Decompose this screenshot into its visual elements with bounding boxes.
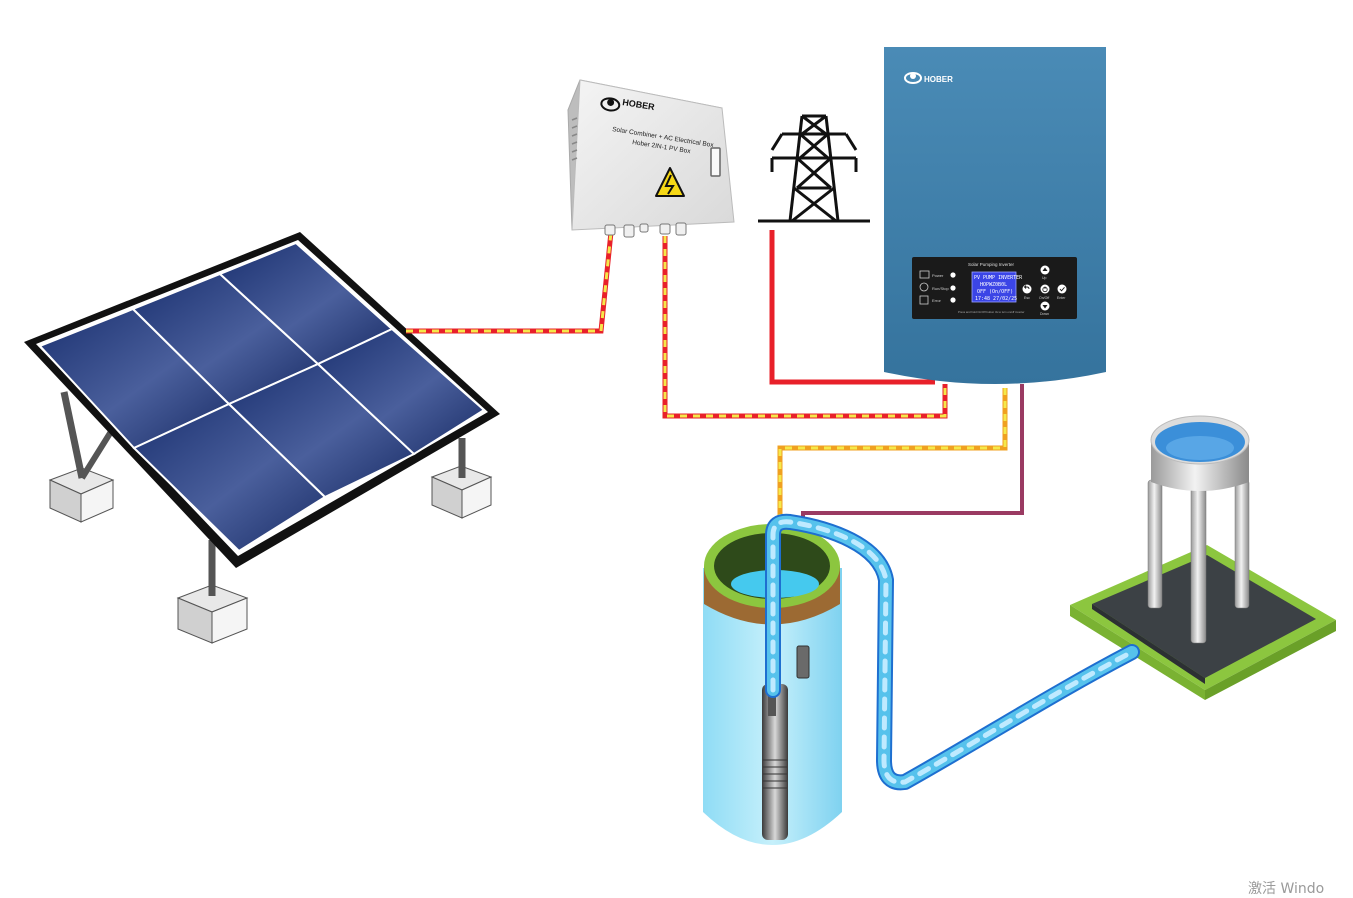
lcd-line-2: HOPWZ0B0L	[980, 282, 1007, 288]
inverter-panel-title: Solar Pumping Inverter	[968, 262, 1015, 267]
on-off-button[interactable]	[1040, 284, 1050, 294]
lcd-display	[971, 271, 1017, 303]
up-button[interactable]	[1040, 265, 1050, 275]
submersible-pump	[762, 684, 788, 840]
dc-cable-panel-to-combiner	[406, 231, 614, 334]
keypad: Up Esc On/Off Enter Down	[1022, 265, 1067, 316]
dc-cable-combiner-to-inverter	[662, 236, 948, 419]
high-voltage-warning-icon	[655, 167, 685, 197]
status-indicators: Power Run/Stop Error	[919, 270, 956, 305]
water-level-sensor	[796, 645, 810, 679]
indicator-power-label: Power	[932, 273, 944, 278]
up-label: Up	[1042, 276, 1047, 280]
concrete-block-left	[48, 467, 115, 523]
lcd-line-1: PV PUMP INVERTER	[974, 275, 1023, 281]
down-label: Down	[1040, 312, 1049, 316]
transmission-tower-icon	[758, 114, 870, 223]
solar-panel-array	[24, 232, 500, 644]
run-stop-led	[950, 285, 956, 291]
cable-glands	[604, 222, 687, 238]
lcd-line-3: OFF (On/OFF)	[977, 289, 1013, 295]
inverter-footer-note: Press and hold On/Off button 3s to turn …	[958, 310, 1025, 314]
concrete-block-right	[430, 465, 493, 519]
enter-label: Enter	[1057, 296, 1066, 300]
water-well	[703, 524, 842, 845]
water-pipe	[765, 513, 1140, 791]
concrete-block-front	[176, 584, 249, 644]
solar-cells	[38, 241, 486, 553]
water-tower	[1070, 415, 1336, 700]
solar-pump-inverter: HOBER Solar Pumping Inverter Power Run/S…	[884, 47, 1106, 384]
esc-label: Esc	[1024, 296, 1030, 300]
inverter-logo-icon	[904, 72, 922, 84]
hober-logo-icon	[600, 97, 621, 112]
indicator-error-label: Error	[932, 298, 942, 303]
enter-button[interactable]	[1057, 284, 1067, 294]
windows-activation-watermark: 激活 Windo	[1248, 881, 1325, 897]
combiner-box: HOBER Solar Combiner + AC Electrical Box…	[567, 79, 735, 238]
on-off-label: On/Off	[1039, 296, 1049, 300]
power-led	[950, 272, 956, 278]
inverter-brand: HOBER	[924, 75, 953, 84]
indicator-runstop-label: Run/Stop	[932, 286, 949, 291]
lcd-line-4: 17:48 27/02/25	[975, 296, 1017, 302]
esc-button[interactable]	[1022, 284, 1032, 294]
down-button[interactable]	[1040, 301, 1050, 311]
ac-grid-cable	[769, 230, 935, 385]
error-led	[950, 297, 956, 303]
